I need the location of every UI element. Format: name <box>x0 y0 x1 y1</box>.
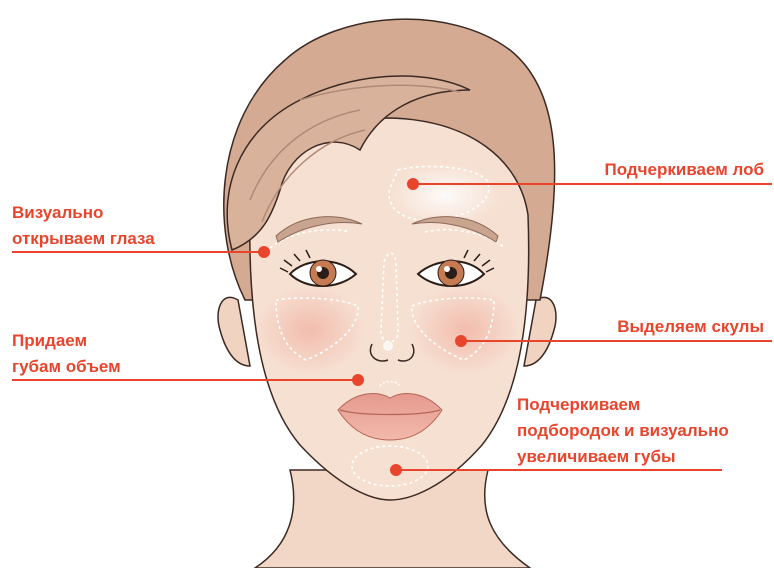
cheekbones-label: Выделяем скулы <box>617 314 764 340</box>
chin-label-line-2: подбородок и визуально <box>517 418 729 444</box>
forehead-label-text: Подчеркиваем лоб <box>604 157 764 183</box>
left-ear <box>218 297 250 366</box>
forehead-label: Подчеркиваем лоб <box>604 157 764 183</box>
chin-label-line-1: Подчеркиваем <box>517 392 729 418</box>
lips-label-line-2: губам объем <box>12 354 121 380</box>
eyes-label-line-2: открываем глаза <box>12 226 155 252</box>
chin-label-line-3: увеличиваем губы <box>517 444 729 470</box>
lips-label: Придаем губам объем <box>12 328 121 380</box>
chin-label: Подчеркиваем подбородок и визуально увел… <box>517 392 729 470</box>
eyes-label-line-1: Визуально <box>12 200 155 226</box>
right-ear <box>524 297 556 366</box>
cheekbones-label-text: Выделяем скулы <box>617 314 764 340</box>
lips-label-line-1: Придаем <box>12 328 121 354</box>
eyes-label: Визуально открываем глаза <box>12 200 155 252</box>
right-blush <box>410 285 520 375</box>
